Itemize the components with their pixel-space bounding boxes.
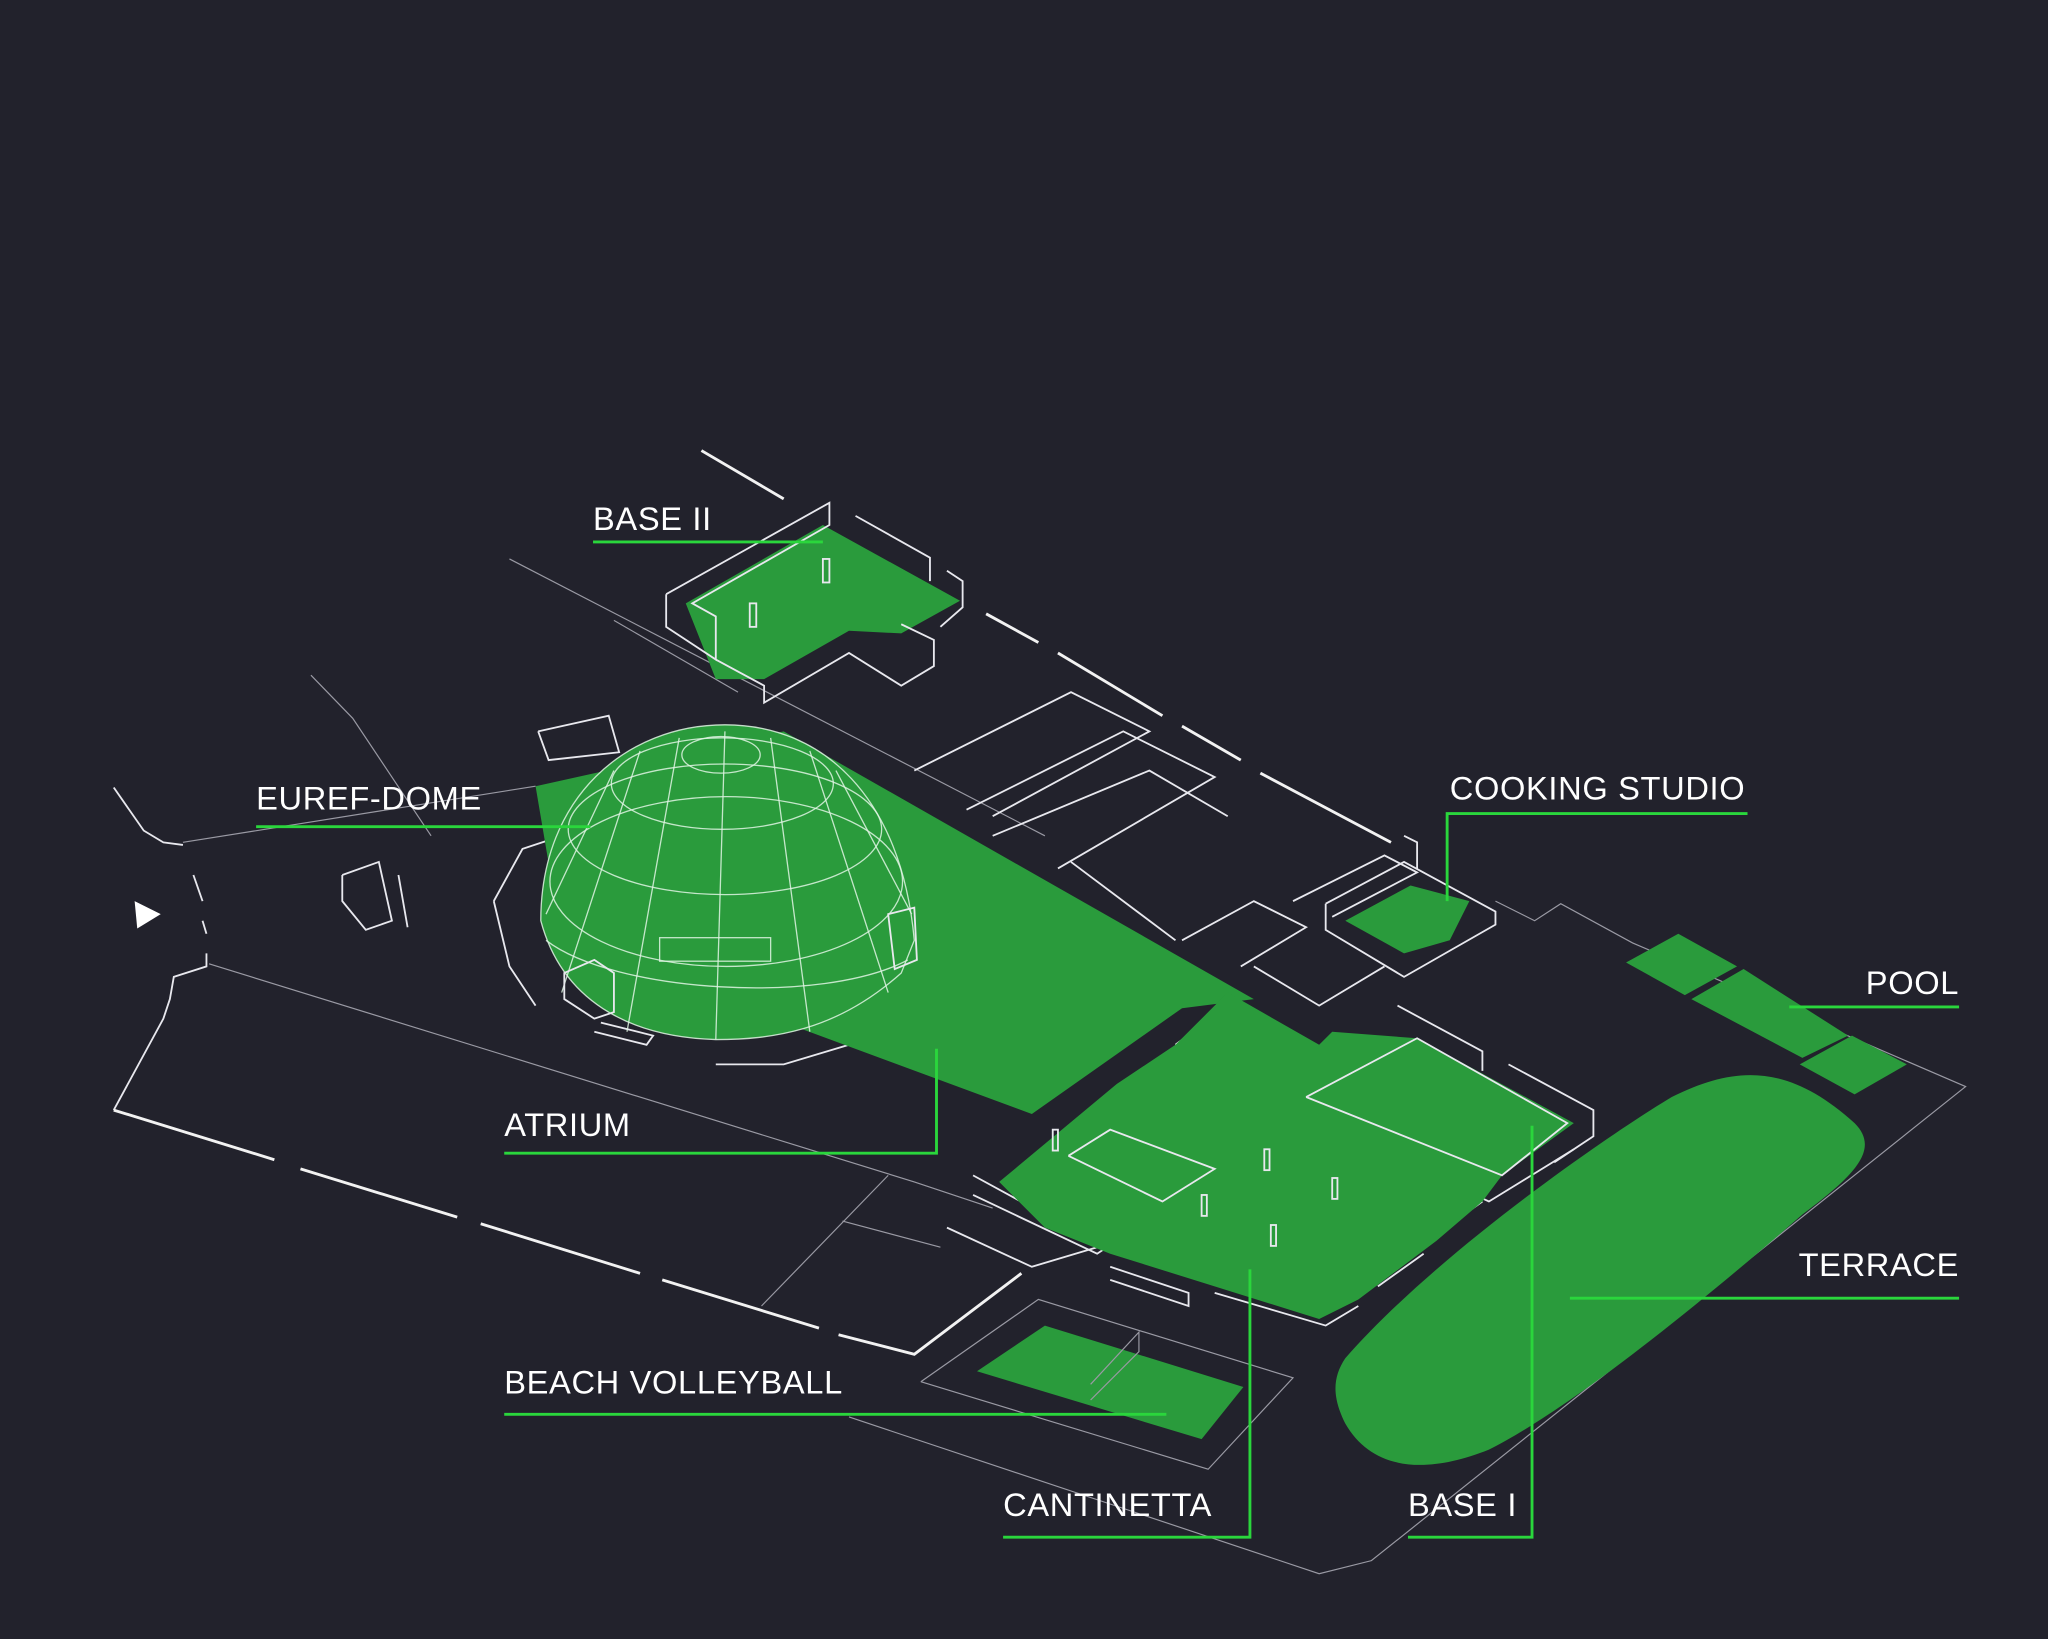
area-beach-volleyball[interactable] — [976, 1325, 1244, 1440]
label-terrace: TERRACE — [1569, 1246, 1960, 1300]
label-cooking-studio: COOKING STUDIO — [1445, 769, 1748, 902]
label-beach-volleyball: BEACH VOLLEYBALL — [504, 1363, 1167, 1416]
area-terrace[interactable] — [1335, 1075, 1865, 1465]
area-euref-dome[interactable] — [540, 724, 918, 1041]
label-cantinetta: CANTINETTA — [1003, 1269, 1252, 1539]
label-atrium: ATRIUM — [504, 1048, 938, 1155]
label-euref-dome: EUREF-DOME — [256, 780, 591, 829]
area-pool[interactable] — [1626, 933, 1907, 1095]
label-pool: POOL — [1789, 964, 1960, 1009]
svg-text:CANTINETTA: CANTINETTA — [1003, 1486, 1212, 1523]
svg-text:COOKING STUDIO: COOKING STUDIO — [1450, 769, 1746, 806]
area-cooking-studio[interactable] — [1324, 835, 1497, 978]
area-base-ii[interactable] — [665, 501, 964, 705]
label-base-ii: BASE II — [593, 500, 823, 544]
svg-text:BASE I: BASE I — [1408, 1486, 1517, 1523]
area-base-i[interactable] — [999, 992, 1574, 1320]
entrance-arrow-icon — [134, 901, 161, 929]
label-base-i: BASE I — [1407, 1125, 1534, 1539]
svg-text:TERRACE: TERRACE — [1799, 1246, 1959, 1283]
svg-text:BEACH VOLLEYBALL: BEACH VOLLEYBALL — [504, 1363, 843, 1400]
svg-text:ATRIUM: ATRIUM — [504, 1106, 631, 1143]
svg-text:POOL: POOL — [1866, 964, 1959, 1001]
svg-text:EUREF-DOME: EUREF-DOME — [256, 780, 482, 817]
svg-text:BASE II: BASE II — [593, 500, 712, 537]
